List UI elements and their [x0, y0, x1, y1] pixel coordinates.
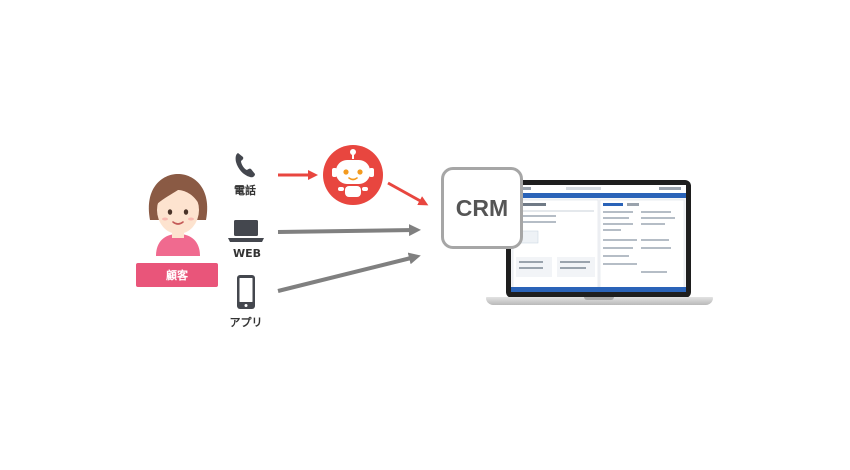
- customer-badge: 顧客: [136, 263, 218, 287]
- laptop-base: [486, 297, 713, 305]
- arrow-robot-to-crm: [387, 181, 429, 206]
- laptop-notch: [584, 297, 614, 300]
- app-label: アプリ: [229, 316, 263, 329]
- customer-avatar-icon: [148, 174, 208, 256]
- phone-icon: [235, 153, 255, 178]
- crm-box: CRM: [441, 167, 523, 249]
- laptop-screen-icon: [511, 185, 686, 292]
- smartphone-icon: [237, 275, 255, 309]
- robot-icon: [323, 145, 383, 205]
- phone-label: 電話: [234, 184, 256, 197]
- arrow-app-to-crm: [277, 252, 421, 293]
- web-label: WEB: [232, 247, 262, 260]
- laptop-icon: [228, 220, 264, 242]
- arrow-web-to-crm: [277, 224, 421, 237]
